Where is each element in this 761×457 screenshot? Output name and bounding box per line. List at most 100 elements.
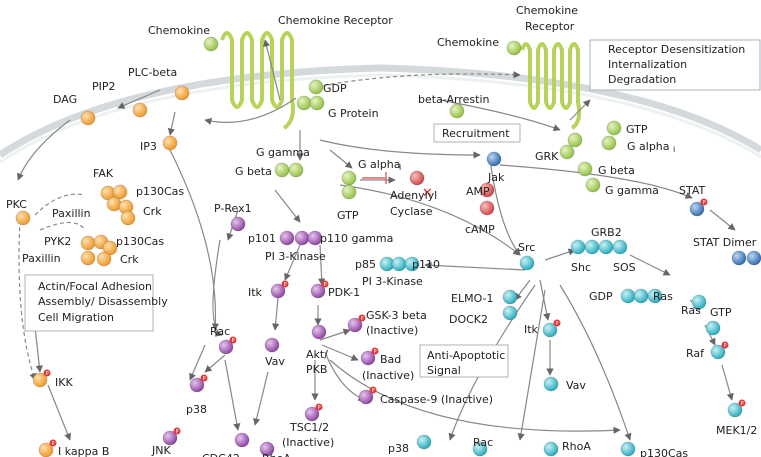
- rhoa-2-node: [259, 441, 275, 457]
- dashed-arrows: [18, 71, 521, 381]
- g-alpha-right-node: [601, 135, 617, 151]
- chemokine-ligand-left: [203, 36, 219, 52]
- pkc-node: [15, 210, 31, 226]
- gdp-node: [308, 79, 324, 95]
- p110-node-b: [404, 256, 420, 272]
- label-gtp-mid: GTP: [337, 209, 359, 222]
- label-adenylyl-2: Cyclase: [390, 205, 433, 218]
- rhoa-node: [543, 441, 559, 457]
- label-g-protein: G Protein: [328, 107, 379, 120]
- p130cas-3-node: [620, 441, 636, 457]
- phosphate-icon-letter: P: [703, 200, 706, 206]
- label-raf: Raf: [686, 347, 705, 360]
- g-gamma-node-a: [274, 162, 290, 178]
- phosphate-icon: [321, 280, 329, 288]
- label-tsc-2: (Inactive): [282, 436, 334, 449]
- label-pdk1: PDK-1: [328, 286, 360, 299]
- camp-node: [479, 200, 495, 216]
- label-jak: Jak: [487, 171, 505, 184]
- label-stat: STAT: [679, 184, 706, 197]
- recruitment-box: [433, 123, 521, 143]
- phosphate-icon-letter: P: [361, 316, 364, 322]
- shc-node: [598, 239, 614, 255]
- p101-node: [279, 230, 295, 246]
- label-dag: DAG: [53, 93, 77, 106]
- phosphate-icon: [358, 314, 366, 322]
- dag-node: [80, 110, 96, 126]
- label-fak: FAK: [93, 167, 114, 180]
- label-g-beta: G beta: [235, 165, 272, 178]
- tsc-node: [304, 406, 320, 422]
- phosphate-icon-letter: P: [203, 376, 206, 382]
- label-mek: MEK1/2: [716, 424, 757, 437]
- pyk2-node-a: [80, 235, 96, 251]
- bad-node: [360, 350, 376, 366]
- label-g-alpha-sub: i: [399, 163, 401, 172]
- ip3-node: [162, 135, 178, 151]
- label-g-beta-right: G beta: [598, 164, 635, 177]
- label-itk-1: Itk: [248, 286, 263, 299]
- crk-node-1: [120, 210, 136, 226]
- g-gamma-right-node: [585, 177, 601, 193]
- gtp-right-node: [606, 120, 622, 136]
- label-p130cas-3: p130Cas: [640, 447, 688, 457]
- label-desens-3: Degradation: [608, 73, 676, 86]
- label-ip3: IP3: [140, 140, 157, 153]
- phosphate-icon: [281, 280, 289, 288]
- label-p38-2: p38: [388, 442, 409, 455]
- phosphate-icon-letter: P: [741, 401, 744, 407]
- plc-beta-node: [174, 85, 190, 101]
- ras-node-a: [633, 288, 649, 304]
- label-g-gamma: G gamma: [256, 146, 310, 159]
- label-src: Src: [518, 241, 535, 254]
- label-rhoa: RhoA: [562, 440, 591, 453]
- label-g-gamma-right: G gamma: [605, 184, 659, 197]
- label-rhoa-2: RhoA: [262, 452, 291, 457]
- label-akt: Akt/: [306, 348, 328, 361]
- phosphate-icon-letter: P: [46, 371, 49, 377]
- phosphate-icon: [553, 319, 561, 327]
- label-pi3k-1: PI 3-Kinase: [265, 250, 326, 263]
- stat-node: [689, 201, 705, 217]
- label-ras-1: Ras: [653, 290, 673, 303]
- label-pyk2: PYK2: [44, 235, 71, 248]
- label-vav-2: Vav: [566, 379, 586, 392]
- chemokine-receptor-left: [220, 31, 295, 130]
- adenylyl-cyclase-node: [409, 170, 425, 186]
- anti-apoptotic-box: [419, 344, 509, 378]
- phosphate-icon-letter: P: [556, 321, 559, 327]
- label-paxillin-2: Paxillin: [22, 252, 61, 265]
- g-protein-alpha: [296, 95, 312, 111]
- label-p85: p85: [355, 258, 376, 271]
- label-elmo1: ELMO-1: [451, 292, 494, 305]
- label-grk: GRK: [535, 150, 559, 163]
- label-plc-beta: PLC-beta: [128, 66, 177, 79]
- rac-1-node: [218, 339, 234, 355]
- label-ras-2: Ras: [681, 304, 701, 317]
- gdp-ras-node: [620, 288, 636, 304]
- adhesion-box: [24, 274, 154, 332]
- fak-node-b: [112, 184, 128, 200]
- label-gdp-ras: GDP: [589, 290, 613, 303]
- phosphate-icon-letter: P: [176, 429, 179, 435]
- p38-1-node: [189, 377, 205, 393]
- elmo1-node: [502, 289, 518, 305]
- label-chemokine-left: Chemokine: [148, 24, 210, 37]
- label-p110: p110: [412, 258, 440, 271]
- phosphate-icon-letter: P: [324, 282, 327, 288]
- label-stat-dimer: STAT Dimer: [693, 236, 757, 249]
- pip2-node: [132, 102, 148, 118]
- g-protein-beta: [309, 95, 325, 111]
- label-g-alpha: G alpha: [358, 158, 401, 171]
- label-anti-apop-1: Anti-Apoptotic: [427, 349, 505, 362]
- label-pkb: PKB: [306, 363, 327, 376]
- label-chemokine-receptor-left: Chemokine Receptor: [278, 14, 393, 27]
- stat-dimer-a: [731, 250, 747, 266]
- p110gamma-node-b: [307, 230, 323, 246]
- phosphate-icon: [721, 341, 729, 349]
- phosphate-icon: [371, 347, 379, 355]
- pdk1-node: [310, 283, 326, 299]
- label-pi3k-2: PI 3-Kinase: [362, 275, 423, 288]
- phosphate-icon: [315, 403, 323, 411]
- label-crk-1: Crk: [143, 205, 162, 218]
